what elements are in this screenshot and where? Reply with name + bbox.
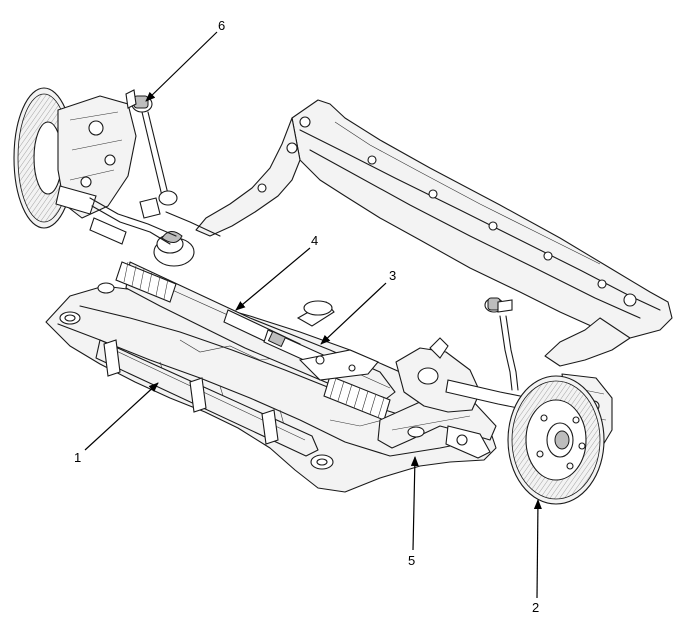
right-brake-disc [507,375,605,505]
leader-1 [84,382,159,451]
rail-bolt-holes [299,116,637,307]
callout-6: 6 [218,18,225,33]
callout-2: 2 [532,600,539,615]
leader-5 [410,456,419,551]
wheel-studs [536,414,586,470]
leader-4 [235,247,311,311]
left-knuckle-assembly [13,87,177,245]
callout-4: 4 [311,233,318,248]
leader-3 [320,282,387,345]
leader-lines [84,31,542,599]
callout-3: 3 [389,268,396,283]
callout-5: 5 [408,553,415,568]
stabilizer-bar [165,211,519,391]
callout-labels: 1 2 3 4 5 6 [74,18,539,615]
leader-6 [145,31,218,102]
steering-gear-box [115,231,396,421]
upper-frame-rail [195,99,673,367]
left-stabilizer-link [125,89,178,219]
beam-brackets [103,339,279,445]
left-rack-boot [115,261,177,303]
leader-2 [533,499,542,599]
callout-1: 1 [74,450,81,465]
